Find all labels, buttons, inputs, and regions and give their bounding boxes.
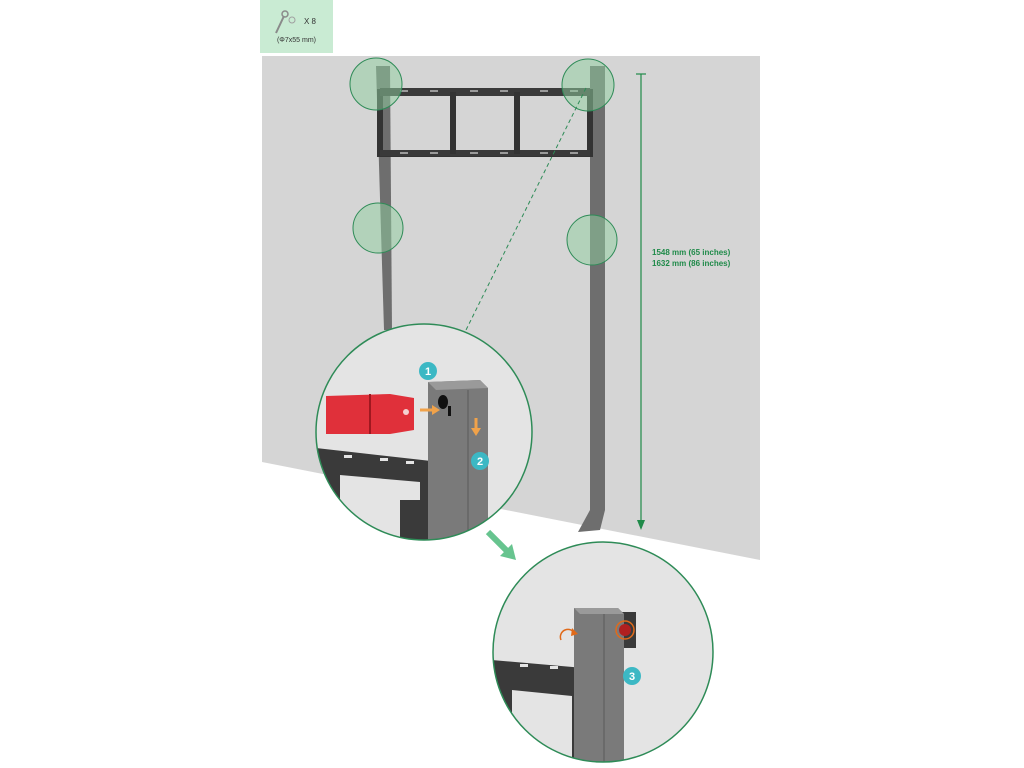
height-dimension-line (636, 74, 646, 530)
step-marker-2: 2 (471, 452, 489, 470)
step-number-1: 1 (425, 366, 431, 378)
step-marker-3: 3 (623, 667, 641, 685)
anchor-highlight-mid-right (567, 215, 617, 265)
step-number-2: 2 (477, 456, 483, 468)
top-frame-bracket (380, 88, 590, 156)
step-number-3: 3 (629, 671, 635, 683)
dimension-label-86: 1632 mm (86 inches) (652, 259, 730, 268)
anchor-highlight-mid-left (353, 203, 403, 253)
anchor-highlight-top-left (350, 58, 402, 110)
anchor-highlight-top-right (562, 59, 614, 111)
callout-dashed-line (466, 88, 586, 330)
dimension-label-65: 1548 mm (65 inches) (652, 248, 730, 257)
step-marker-1: 1 (419, 362, 437, 380)
